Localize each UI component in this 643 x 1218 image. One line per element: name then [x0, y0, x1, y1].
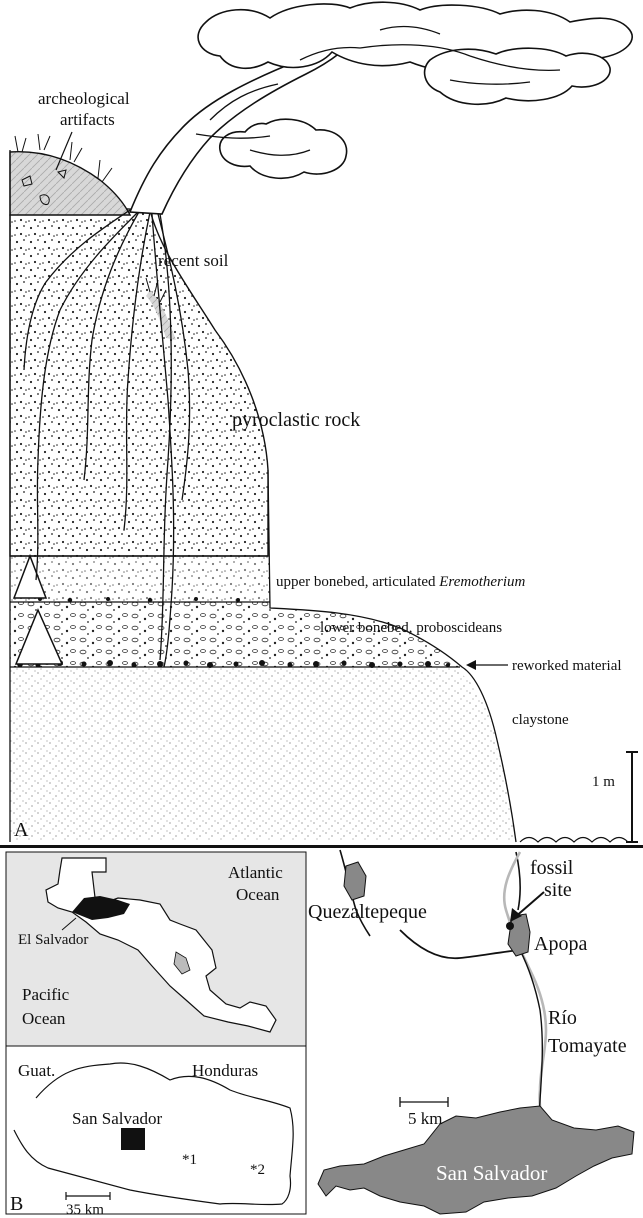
- label-artifacts: artifacts: [60, 110, 115, 129]
- label-tomayate: Tomayate: [548, 1035, 627, 1057]
- upper-bonebed-text: upper bonebed, articulated: [276, 574, 439, 590]
- label-35km: 35 km: [66, 1202, 104, 1218]
- quezaltepeque-area: [344, 862, 366, 900]
- water-waves: [520, 838, 628, 843]
- label-recent-soil: recent soil: [158, 251, 229, 270]
- label-atlantic-ocean: Ocean: [236, 885, 280, 904]
- label-fossil: fossil: [530, 857, 574, 879]
- foliage-right: [425, 48, 611, 104]
- el-salvador-inset: Guat. Honduras San Salvador *1 *2 35 km …: [6, 1046, 306, 1218]
- label-upper-bonebed: upper bonebed, articulated Eremotherium: [276, 574, 526, 590]
- label-quezaltepeque: Quezaltepeque: [308, 901, 427, 923]
- reworked-arrow: [466, 660, 508, 670]
- san-salvador-marker: [121, 1128, 145, 1150]
- label-pyroclastic-rock: pyroclastic rock: [232, 409, 360, 431]
- label-lower-bonebed: lower bonebed, proboscideans: [320, 620, 502, 636]
- label-rio: Río: [548, 1007, 577, 1029]
- panel-b-label: B: [10, 1193, 23, 1215]
- label-pacific-ocean: Ocean: [22, 1009, 66, 1028]
- soil-mound: [10, 152, 130, 215]
- label-claystone: claystone: [512, 712, 569, 728]
- road-quezaltepeque-apopa: [400, 930, 520, 958]
- label-atlantic: Atlantic: [228, 863, 283, 882]
- panel-b: Atlantic Ocean El Salvador Pacific Ocean…: [6, 850, 634, 1218]
- label-site: site: [544, 879, 572, 901]
- label-el-salvador: El Salvador: [18, 932, 88, 948]
- local-scale-bar: [400, 1097, 448, 1107]
- upper-bonebed-layer: [10, 556, 270, 602]
- panel-a-label: A: [14, 819, 29, 841]
- label-scale-1m: 1 m: [592, 774, 615, 790]
- label-site-1: *1: [182, 1152, 197, 1168]
- local-map: fossil site Quezaltepeque Apopa Río Toma…: [308, 850, 634, 1214]
- label-honduras: Honduras: [192, 1061, 258, 1080]
- label-guat: Guat.: [18, 1061, 55, 1080]
- central-america-inset: Atlantic Ocean El Salvador Pacific Ocean: [6, 852, 306, 1046]
- pyroclastic-layer: [10, 208, 268, 556]
- panel-a: archeological artifacts recent soil pyro…: [10, 2, 638, 842]
- san-salvador-area: [318, 1106, 634, 1214]
- label-pacific: Pacific: [22, 985, 70, 1004]
- label-apopa: Apopa: [534, 933, 587, 955]
- label-san-salvador-inset: San Salvador: [72, 1109, 163, 1128]
- label-reworked-material: reworked material: [512, 658, 622, 674]
- scale-bar-1m: [626, 752, 638, 842]
- panel-divider: [0, 845, 643, 848]
- label-5km: 5 km: [408, 1109, 442, 1128]
- label-site-2: *2: [250, 1162, 265, 1178]
- claystone-layer: [10, 667, 515, 840]
- upper-bonebed-taxon: Eremotherium: [438, 574, 525, 590]
- label-san-salvador-city: San Salvador: [436, 1161, 547, 1185]
- fossil-site-dot: [506, 922, 514, 930]
- tree: [130, 2, 632, 214]
- label-archeological: archeological: [38, 89, 130, 108]
- foliage-lower: [220, 119, 347, 178]
